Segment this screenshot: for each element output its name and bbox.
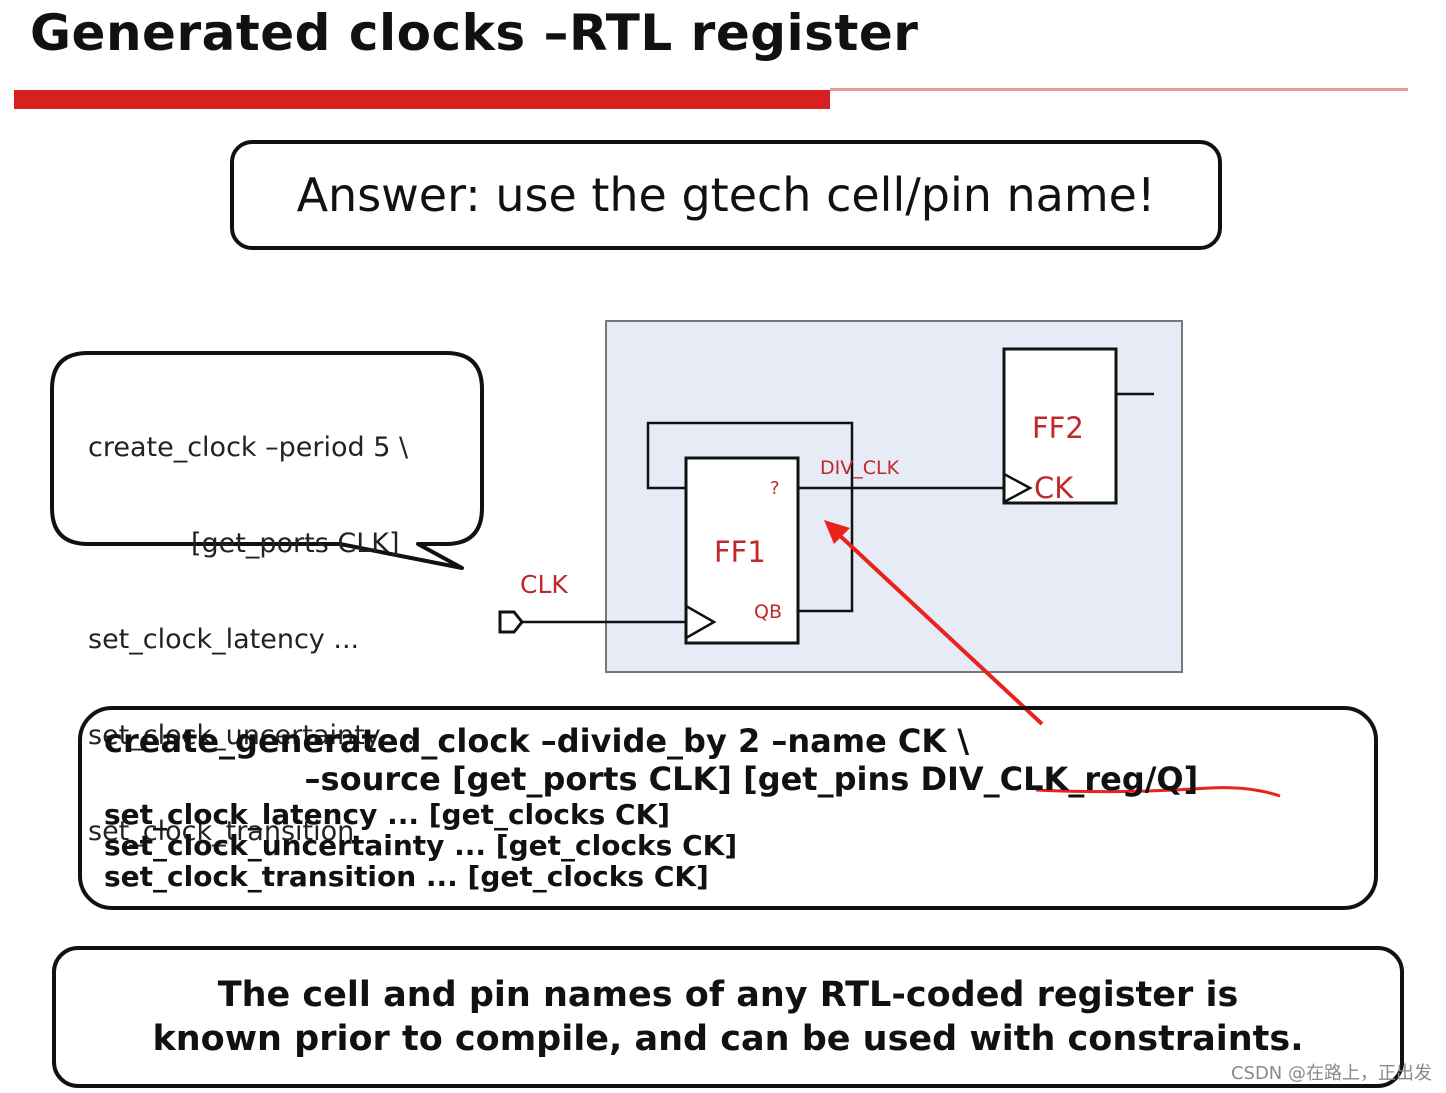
ff2-clock-triangle xyxy=(1003,472,1033,504)
ff2-label: FF2 xyxy=(1032,411,1084,445)
clk-label: CLK xyxy=(520,570,568,599)
code-line-1: create_generated_clock –divide_by 2 –nam… xyxy=(104,722,970,760)
bubble-text: create_clock –period 5 \ [get_ports CLK]… xyxy=(88,368,415,880)
clk-port-symbol xyxy=(498,610,524,634)
ff2-box xyxy=(1002,347,1118,505)
bubble-line: create_clock –period 5 \ xyxy=(88,432,409,463)
ff1-q-label: ? xyxy=(770,478,780,499)
slide-title: Generated clocks –RTL register xyxy=(30,4,919,62)
code-line-2-prefix: –source [get_ports CLK] [get_pins xyxy=(104,760,921,798)
qb-feedback-wire xyxy=(646,421,854,613)
bubble-line: set_clock_transition xyxy=(88,816,355,847)
answer-text: Answer: use the gtech cell/pin name! xyxy=(296,168,1156,222)
code-line-2: –source [get_ports CLK] [get_pins DIV_CL… xyxy=(104,760,1199,798)
pin-name-underline xyxy=(1035,786,1281,798)
speech-bubble xyxy=(50,351,484,570)
div-clk-label: DIV_CLK xyxy=(820,457,900,479)
ff1-box xyxy=(684,456,800,645)
bubble-line: [get_ports CLK] xyxy=(88,528,400,559)
answer-box: Answer: use the gtech cell/pin name! xyxy=(230,140,1222,250)
footer-box: The cell and pin names of any RTL-coded … xyxy=(52,946,1404,1088)
code-box xyxy=(78,706,1378,910)
footer-line-1: The cell and pin names of any RTL-coded … xyxy=(217,975,1239,1015)
code-line-2-pin: DIV_CLK_reg/Q] xyxy=(920,760,1199,798)
watermark: CSDN @在路上，正出发 xyxy=(1230,1063,1432,1084)
code-line-5: set_clock_transition ... [get_clocks CK] xyxy=(104,860,709,893)
code-line-3: set_clock_latency ... [get_clocks CK] xyxy=(104,798,671,831)
pointer-arrow xyxy=(834,530,1044,726)
ff1-clock-triangle xyxy=(685,604,717,640)
footer-line-2: known prior to compile, and can be used … xyxy=(152,1019,1304,1059)
ff2-ck-label: CK xyxy=(1034,471,1074,505)
bubble-line: set_clock_uncertainty ... xyxy=(88,720,416,751)
code-line-4: set_clock_uncertainty ... [get_clocks CK… xyxy=(104,829,738,862)
pointer-arrowhead xyxy=(824,520,850,544)
title-rule-thin xyxy=(830,88,1408,91)
ff1-label: FF1 xyxy=(714,535,766,569)
bubble-line: set_clock_latency ... xyxy=(88,624,360,655)
title-rule-thick xyxy=(14,90,830,109)
ff1-qb-label: QB xyxy=(754,601,782,623)
